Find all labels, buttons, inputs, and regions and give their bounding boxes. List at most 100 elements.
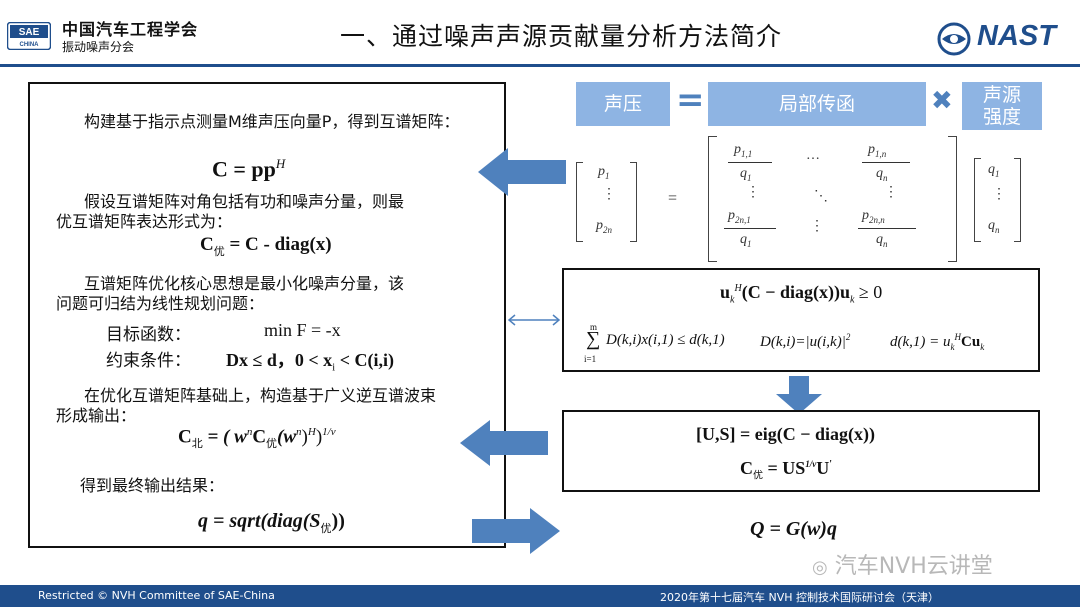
dk-sub: k (950, 342, 955, 352)
bf-C: C (252, 426, 267, 448)
row1-hdots: … (806, 148, 820, 163)
local-transfer-box: 局部传函 (708, 82, 926, 126)
psd-end: ≥ 0 (854, 282, 883, 302)
step3-text-line2: 问题可归结为线性规划问题： (56, 294, 265, 313)
opt-US: = US (763, 458, 806, 478)
tm-bracket-left (708, 136, 717, 262)
source-strength-line2: 强度 (982, 106, 1021, 128)
step2-text-line2: 优互谱矩阵表达形式为： (56, 212, 233, 231)
bf-exp: 1/v (322, 426, 336, 438)
formula-beamforming: C北 = ( wnC优(wn)H)1/v (178, 426, 336, 451)
equals-sign: = (676, 80, 705, 120)
svg-text:CHINA: CHINA (20, 42, 40, 48)
amn-fraction-bar (858, 228, 916, 229)
sum-top: m (590, 322, 598, 332)
arrow-left-icon-2 (460, 420, 548, 466)
sae-logo-icon: SAE CHINA (7, 22, 51, 50)
a11-den: q1 (740, 166, 752, 183)
bf-w2: (w (277, 426, 297, 448)
bf-C-sub: 优 (266, 438, 278, 451)
arrow-right-icon (472, 508, 560, 554)
rhs-bottom: qn (988, 218, 1000, 235)
bf-close: ) (301, 426, 308, 448)
bf-w1: = ( w (202, 426, 247, 448)
org-subtitle: 振动噪声分会 (62, 40, 135, 54)
d-def-sup: 2 (845, 332, 851, 342)
bf-end: ) (315, 426, 323, 448)
am1-fraction-bar (724, 228, 776, 229)
watermark-text: 汽车NVH云讲堂 (834, 554, 993, 579)
rhs-vdots: ⋮ (992, 187, 1006, 202)
dk-sup: H (954, 332, 962, 342)
multiply-icon: ✖ (931, 86, 953, 116)
matrix-equals: = (668, 190, 678, 207)
formula-optimal-lhs: C (200, 234, 214, 255)
rhs-bracket-right (1014, 158, 1021, 242)
a1n-den: qn (876, 166, 888, 183)
rhs-top: q1 (988, 162, 1000, 179)
final-output-end: )) (331, 510, 345, 532)
step2-text-line1: 假设互谱矩阵对角包括有功和噪声分量，则最 (84, 192, 405, 211)
sum-bottom: i=1 (584, 354, 597, 364)
lhs-vdots: ⋮ (602, 187, 616, 202)
tm-bracket-right (948, 136, 957, 262)
formula-optimal-sub: 优 (213, 245, 225, 258)
sound-pressure-box: 声压 (576, 82, 670, 126)
arrow-left-icon (478, 148, 566, 196)
header-divider (0, 64, 1080, 67)
psd-u-sup: H (734, 283, 742, 294)
step3-text-line1: 互谱矩阵优化核心思想是最小化噪声分量，该 (84, 274, 405, 293)
method-description-panel: 构建基于指示点测量M维声压向量P，得到互谱矩阵： C = ppH 假设互谱矩阵对… (28, 82, 506, 548)
nast-logo: NAST (937, 20, 1067, 56)
dk-end: Cu (961, 334, 981, 350)
lhs-bracket-left (576, 162, 583, 242)
matrix-equation: p1 ⋮ p2n = p1,1 q1 … p1,n qn ⋮ ⋱ ⋮ p2n,1… (570, 134, 1040, 262)
nast-emblem-icon (937, 22, 971, 56)
dk-text: d(k,1) = u (890, 334, 951, 350)
rowm-vdots: ⋮ (810, 219, 824, 234)
constraint-expr-end: < C(i,i) (335, 350, 394, 370)
lhs-bottom: p2n (596, 218, 612, 235)
step1-text: 构建基于指示点测量M维声压向量P，得到互谱矩阵： (84, 112, 460, 131)
bf-lhs-sub: 北 (191, 438, 203, 451)
page-title: 一、通过噪声声源贡献量分析方法简介 (340, 22, 783, 51)
objective-expression: min F = -x (264, 320, 341, 340)
svg-text:SAE: SAE (19, 27, 40, 38)
formula-cross-spectrum-text: C = pp (212, 156, 276, 182)
opt-U: U (816, 458, 830, 478)
opt-C: C (740, 458, 753, 478)
psd-constraint: ukH(C − diag(x))uk ≥ 0 (720, 282, 882, 306)
lhs-top: p1 (598, 164, 610, 181)
bf-lhs: C (178, 426, 192, 448)
psd-u-sub: k (730, 294, 735, 306)
step4-text-line2: 形成输出： (56, 406, 137, 425)
formula-final-output: q = sqrt(diag(S优)) (198, 510, 345, 536)
footer-copyright: Restricted © NVH Committee of SAE-China (38, 589, 275, 602)
constraint-label: 约束条件： (106, 351, 191, 371)
final-output-sub: 优 (320, 523, 332, 535)
bf-H: H (307, 426, 316, 438)
constraint-sub: i (332, 361, 336, 374)
psd-sub2: k (849, 294, 855, 306)
constraint-expression: Dx ≤ d，0 < xi < C(i,i) (226, 346, 394, 374)
arrow-down-icon (776, 376, 822, 414)
wechat-icon: ◎ (812, 557, 828, 578)
eig-formula: [U,S] = eig(C − diag(x)) (696, 424, 875, 444)
sum-symbol: ∑ (586, 328, 601, 350)
org-name: 中国汽车工程学会 (62, 20, 199, 39)
final-formula: Q = G(w)q (750, 518, 837, 540)
d-def-text: D(k,i)=|u(i,k)| (760, 334, 846, 350)
lhs-bracket-right (630, 162, 637, 242)
source-strength-line1: 声源 (982, 84, 1021, 106)
source-strength-box: 声源 强度 (962, 82, 1042, 130)
opt-C-sub: 优 (753, 470, 763, 482)
watermark: ◎ 汽车NVH云讲堂 (812, 548, 993, 580)
amn-den: qn (876, 232, 888, 249)
footer-conference: 2020年第十七届汽车 NVH 控制技术国际研讨会（天津） (660, 591, 940, 604)
bf-n1: n (246, 426, 253, 438)
d-definition: D(k,i)=|u(i,k)|2 (760, 332, 850, 351)
psd-u: u (720, 282, 731, 302)
dk-definition: d(k,1) = ukHCuk (890, 332, 984, 352)
am1-num: p2n,1 (728, 208, 751, 225)
formula-sup: H (275, 156, 286, 171)
